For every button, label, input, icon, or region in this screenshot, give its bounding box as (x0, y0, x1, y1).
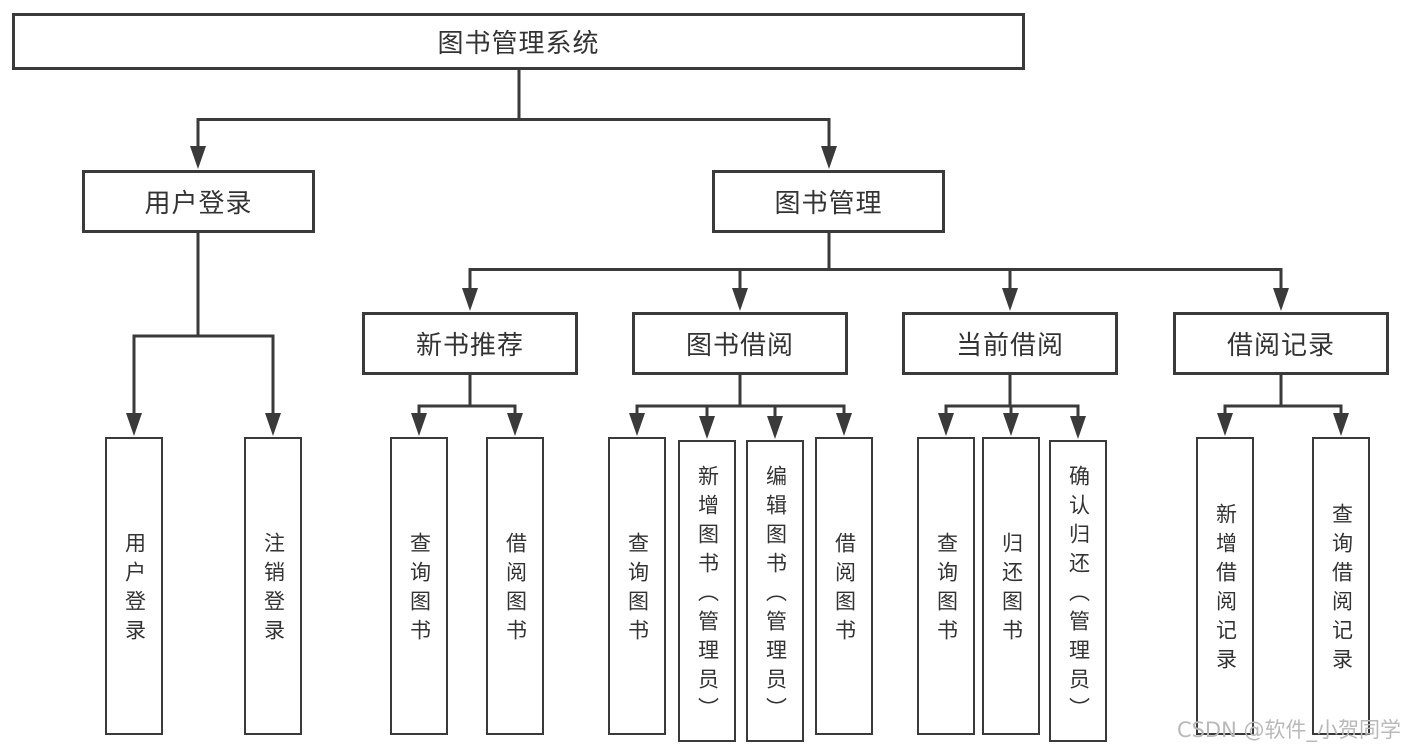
leaf-user-login: 用户登录 (105, 437, 163, 735)
csdn-watermark: CSDN @软件_小贺同学 (1176, 718, 1401, 742)
leaf-logout-label: 注销登录 (261, 532, 286, 648)
leaf-query-borrow-record-label: 查询借阅记录 (1329, 503, 1354, 677)
leaf-query-book-current: 查询图书 (917, 437, 975, 735)
node-borrow-records-label: 借阅记录 (1226, 331, 1335, 361)
node-root: 图书管理系统 (12, 13, 1025, 70)
arrowheads (126, 146, 1349, 439)
node-current-borrow: 当前借阅 (902, 312, 1118, 375)
node-current-borrow-label: 当前借阅 (955, 331, 1064, 361)
node-book-borrow: 图书借阅 (632, 312, 848, 375)
leaf-borrow-book-recommend: 借阅图书 (486, 437, 544, 735)
leaf-borrow-book-recommend-label: 借阅图书 (503, 532, 528, 648)
leaf-query-book-recommend-label: 查询图书 (407, 532, 432, 648)
leaf-confirm-return-admin-label: 确认归还（管理员） (1066, 464, 1091, 726)
node-user-login-label: 用户登录 (144, 189, 253, 219)
node-new-book-recommend: 新书推荐 (362, 312, 578, 375)
leaf-return-book: 归还图书 (982, 437, 1040, 735)
leaf-user-login-label: 用户登录 (122, 532, 147, 648)
leaf-add-book-admin: 新增图书（管理员） (678, 440, 736, 742)
leaf-query-book-borrow: 查询图书 (608, 437, 666, 735)
leaf-add-borrow-record: 新增借阅记录 (1196, 437, 1254, 735)
leaf-borrow-book-label: 借阅图书 (832, 532, 857, 648)
leaf-confirm-return-admin: 确认归还（管理员） (1049, 440, 1107, 742)
leaf-return-book-label: 归还图书 (999, 532, 1024, 648)
node-new-book-recommend-label: 新书推荐 (415, 331, 524, 361)
leaf-add-borrow-record-label: 新增借阅记录 (1213, 503, 1238, 677)
leaf-add-book-admin-label: 新增图书（管理员） (695, 464, 720, 726)
node-user-login: 用户登录 (82, 170, 315, 233)
leaf-logout: 注销登录 (244, 437, 302, 735)
leaf-query-book-borrow-label: 查询图书 (625, 532, 650, 648)
node-root-label: 图书管理系统 (437, 29, 600, 59)
leaf-query-book-recommend: 查询图书 (390, 437, 448, 735)
leaf-edit-book-admin-label: 编辑图书（管理员） (763, 464, 788, 726)
node-book-management-label: 图书管理 (774, 189, 883, 219)
node-book-borrow-label: 图书借阅 (685, 331, 794, 361)
leaf-query-borrow-record: 查询借阅记录 (1312, 437, 1370, 735)
node-book-management: 图书管理 (712, 170, 945, 233)
leaf-borrow-book: 借阅图书 (815, 437, 873, 735)
leaf-edit-book-admin: 编辑图书（管理员） (746, 440, 804, 742)
node-borrow-records: 借阅记录 (1173, 312, 1389, 375)
leaf-query-book-current-label: 查询图书 (934, 532, 959, 648)
